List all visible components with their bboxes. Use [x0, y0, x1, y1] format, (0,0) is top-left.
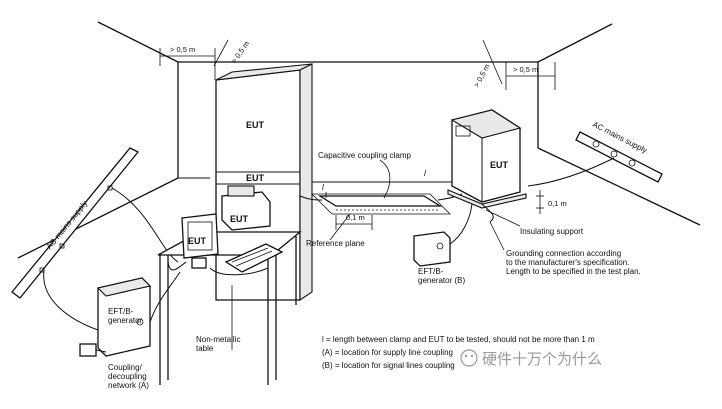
clamp-cable-right	[437, 193, 463, 201]
eut-right-label: EUT	[490, 160, 509, 170]
wechat-icon	[460, 349, 478, 367]
eft-generator-right: EFT/B-generator (B)	[413, 203, 473, 285]
eut-printer-label: EUT	[230, 214, 249, 224]
dim-right-depth-gap-label: > 0,5 m	[472, 62, 492, 89]
keyboard	[224, 243, 284, 273]
legend-b: (B) = location for signal lines coupling	[322, 361, 455, 370]
dim-wall-gap-label: > 0,5 m	[170, 45, 195, 54]
legend: l = length between clamp and EUT to be t…	[322, 335, 595, 370]
length-l-label-right: l	[424, 169, 426, 178]
watermark: 硬件十万个为什么	[460, 349, 602, 368]
ac-mains-rail-left: AC mains supply	[11, 147, 179, 331]
legend-a: (A) = location for supply line coupling	[322, 348, 453, 357]
reference-plane: Reference plane	[306, 193, 451, 248]
grounding-strap	[481, 203, 494, 223]
eft-generator-right-label: EFT/B-generator (B)	[418, 267, 465, 285]
eut-tall-middle-label: EUT	[246, 173, 265, 183]
monitor-cable	[167, 261, 187, 271]
keyboard-cable	[209, 267, 269, 276]
dim-01-left-label: 0,1 m	[346, 213, 365, 222]
insulating-support: Insulating support 0,1 m	[447, 189, 584, 236]
printer-eut: EUT	[221, 185, 271, 231]
clamp-cable-left	[299, 195, 323, 201]
reference-plane-label: Reference plane	[306, 239, 365, 248]
eut-tall-upper-label: EUT	[246, 120, 265, 130]
capacitive-clamp-label: Capacitive coupling clamp	[318, 151, 411, 160]
insulating-support-label: Insulating support	[520, 227, 584, 236]
eft-generator-left: EFT/B-generator	[96, 277, 152, 357]
length-l-label-left: l	[322, 183, 324, 192]
eft-generator-left-label: EFT/B-generator	[108, 307, 143, 325]
eut-monitor-label: EUT	[188, 236, 207, 246]
monitor-eut: EUT	[181, 213, 219, 269]
dim-01-right-label: 0,1 m	[548, 199, 567, 208]
capacitive-coupling-clamp: Capacitive coupling clamp l l 0,1 m	[318, 151, 426, 230]
floor-standing-eut: EUT	[450, 109, 522, 203]
room-outline	[17, 21, 701, 259]
legend-l: l = length between clamp and EUT to be t…	[322, 335, 595, 344]
watermark-text: 硬件十万个为什么	[482, 351, 602, 368]
dim-right-wall-gap-label: > 0,5 m	[513, 65, 538, 74]
generator-left-cable	[149, 271, 181, 323]
top-right-dimensions: > 0,5 m > 0,5 m	[472, 39, 556, 90]
dim-depth-gap-label: > 0,5 m	[229, 39, 251, 65]
